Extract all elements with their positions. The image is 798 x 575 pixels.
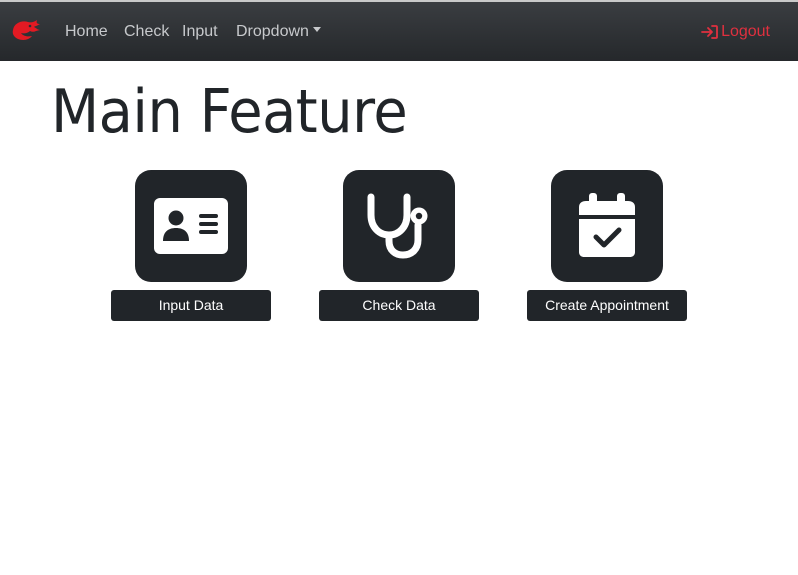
- nav-dropdown-label: Dropdown: [236, 23, 309, 40]
- check-data-button[interactable]: Check Data: [319, 290, 479, 321]
- page-title: Main Feature: [51, 77, 408, 147]
- input-data-button[interactable]: Input Data: [111, 290, 271, 321]
- top-navbar: Home Check Input Dropdown Logout: [0, 2, 798, 61]
- logout-link[interactable]: Logout: [701, 22, 770, 42]
- dragon-logo-icon: [12, 20, 40, 40]
- nav-home-link[interactable]: Home: [65, 23, 108, 40]
- logout-label: Logout: [721, 23, 770, 40]
- check-data-tile[interactable]: [343, 170, 455, 282]
- nav-check-link[interactable]: Check: [124, 23, 170, 40]
- create-appointment-button[interactable]: Create Appointment: [527, 290, 687, 321]
- brand-logo[interactable]: [10, 18, 42, 46]
- stethoscope-icon: [367, 193, 428, 259]
- caret-down-icon: [312, 27, 321, 33]
- nav-dropdown-toggle[interactable]: Dropdown: [236, 22, 321, 42]
- window-top-border: [0, 0, 798, 2]
- sign-in-arrow-icon: [701, 25, 718, 39]
- nav-input-link[interactable]: Input: [182, 23, 218, 40]
- feature-check-data: Check Data: [319, 170, 479, 321]
- input-data-tile[interactable]: [135, 170, 247, 282]
- id-card-icon: [154, 198, 228, 254]
- feature-input-data: Input Data: [111, 170, 271, 321]
- feature-create-appointment: Create Appointment: [527, 170, 687, 321]
- calendar-check-icon: [579, 193, 635, 257]
- create-appointment-tile[interactable]: [551, 170, 663, 282]
